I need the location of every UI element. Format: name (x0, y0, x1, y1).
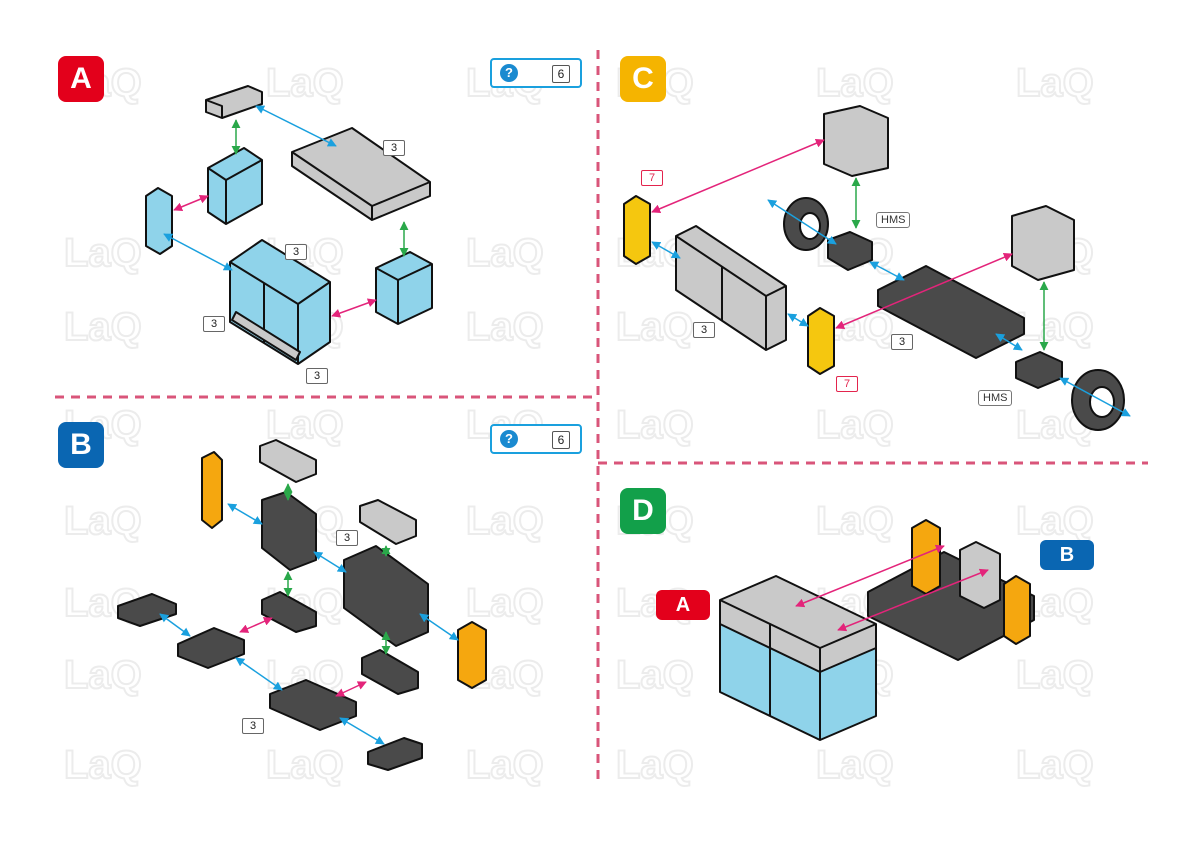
gray-bar-right-piece (359, 499, 417, 545)
dark-square-big-piece (343, 545, 429, 647)
piece-count: 3 (693, 322, 715, 338)
arrow (767, 199, 837, 245)
piece-count: 3 (383, 140, 405, 156)
arrow (173, 194, 209, 212)
yellow-bar-piece (623, 195, 651, 265)
arrow (651, 138, 825, 214)
piece-count: 7 (641, 170, 663, 186)
arrow (331, 298, 377, 318)
dark-small-right-piece (361, 649, 419, 695)
panel-b-arrows (159, 483, 459, 745)
arrow (227, 503, 263, 525)
gray-square-right-piece (1011, 205, 1075, 281)
arrow (235, 657, 283, 691)
axle-block-piece (827, 231, 873, 271)
gray-square-piece (823, 105, 889, 177)
yellow-bar-lower-piece (807, 307, 835, 375)
hint-box-b: ? 6 (490, 424, 582, 454)
panel-b-badge: B (58, 422, 104, 468)
assembly-b-tag: B (1040, 540, 1094, 570)
panel-c-badge: C (620, 56, 666, 102)
arrow (835, 252, 1013, 330)
arrow (419, 613, 459, 641)
piece-count: 7 (836, 376, 858, 392)
piece-count: 3 (891, 334, 913, 350)
panel-c-pieces (623, 105, 1125, 431)
arrow (651, 241, 681, 259)
panel-a-pieces (145, 85, 433, 365)
panel-d-pieces (719, 519, 1035, 741)
arrow (163, 233, 233, 271)
hint-count: 6 (552, 65, 570, 83)
hint-count: 6 (552, 431, 570, 449)
gray-plank-piece (291, 127, 431, 221)
arrow (339, 717, 385, 745)
arrow (313, 551, 347, 573)
piece-count: 3 (336, 530, 358, 546)
dark-cross-piece (177, 627, 245, 669)
blue-square-right-piece (375, 251, 433, 325)
axle-block-lower-piece (1015, 351, 1063, 389)
arrow (159, 613, 191, 637)
hint-box-a: ? 6 (490, 58, 582, 88)
piece-count: 3 (306, 368, 328, 384)
hms-label: HMS (876, 212, 911, 228)
orange-bar-piece (201, 451, 223, 529)
arrow (335, 681, 367, 697)
dark-cross-lower-piece (269, 679, 357, 731)
orange-bar-right-piece (457, 621, 487, 689)
arrow (239, 617, 273, 633)
arrow (837, 568, 989, 632)
blue-bar-piece (145, 187, 173, 255)
arrow (255, 105, 337, 147)
dark-square-piece (261, 491, 317, 571)
arrow (787, 313, 809, 327)
question-icon: ? (500, 430, 518, 448)
hms-label: HMS (978, 390, 1013, 406)
dark-small-piece (261, 591, 317, 633)
panel-d-arrows (795, 544, 989, 632)
gray-wall-piece (675, 225, 787, 351)
question-icon: ? (500, 64, 518, 82)
blue-square-piece (207, 147, 263, 225)
piece-count: 3 (203, 316, 225, 332)
piece-count: 3 (285, 244, 307, 260)
panel-c-arrows (651, 138, 1131, 417)
dark-tee-piece (117, 593, 177, 627)
dark-end-piece (367, 737, 423, 771)
panel-d-badge: D (620, 488, 666, 534)
piece-count: 3 (242, 718, 264, 734)
panel-a-badge: A (58, 56, 104, 102)
panel-b-pieces (117, 439, 487, 771)
arrow (869, 261, 905, 281)
arrow (995, 333, 1023, 351)
dividers (55, 50, 1148, 785)
panel-a-arrows (163, 105, 409, 318)
assembly-a-tag: A (656, 590, 710, 620)
gray-bar-piece (259, 439, 317, 483)
gray-bar-piece (205, 85, 263, 119)
arrow (1059, 377, 1131, 417)
